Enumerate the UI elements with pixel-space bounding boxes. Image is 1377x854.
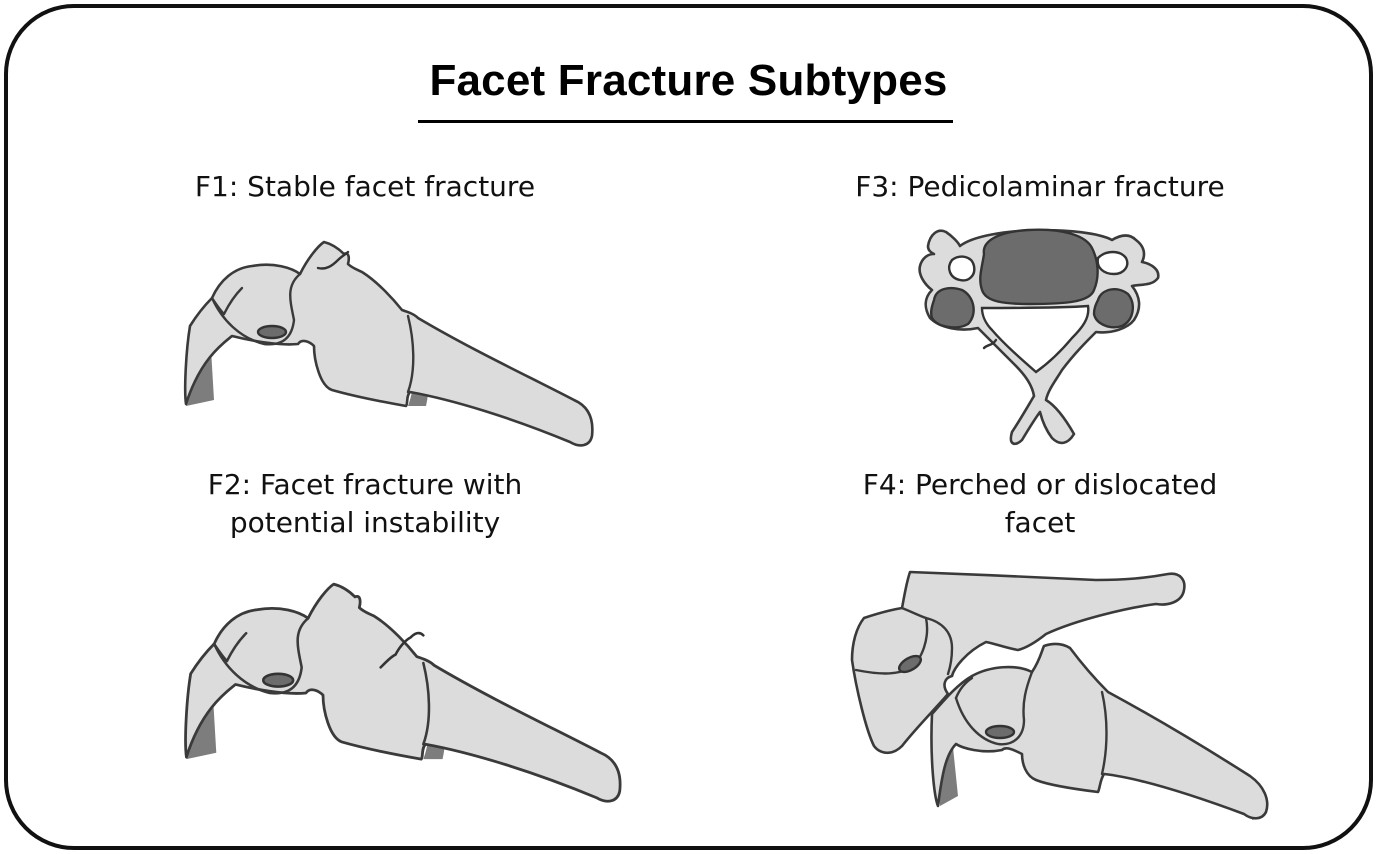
label-f2-line1: F2: Facet fracture with [207,468,523,501]
label-f2-line2: potential instability [229,506,501,539]
label-f2: F2: Facet fracture with potential instab… [140,466,590,542]
f1-fracture-line [316,250,350,270]
label-f1: F1: Stable facet fracture [160,168,570,206]
f3-fracture-line [982,338,998,350]
f3-axial-vertebra [918,228,1160,446]
title-underline [418,120,953,123]
f1-lateral-vertebra [183,240,594,448]
label-f3-line1: F3: Pedicolaminar fracture [855,170,1225,203]
label-f3: F3: Pedicolaminar fracture [820,168,1260,206]
f2-fracture-line [379,631,425,669]
diagram-frame [4,4,1373,850]
label-f1-line1: F1: Stable facet fracture [194,170,536,203]
diagram-title: Facet Fracture Subtypes [429,56,948,105]
label-f4-line2: facet [1004,506,1076,539]
f4-upper-vertebra [850,570,1186,755]
label-f4: F4: Perched or dislocated facet [830,466,1250,542]
f4-dislocated-vertebrae [850,570,1269,820]
label-f4-line1: F4: Perched or dislocated [862,468,1218,501]
f4-lower-vertebra [930,642,1269,820]
f2-lateral-vertebra [184,582,622,804]
